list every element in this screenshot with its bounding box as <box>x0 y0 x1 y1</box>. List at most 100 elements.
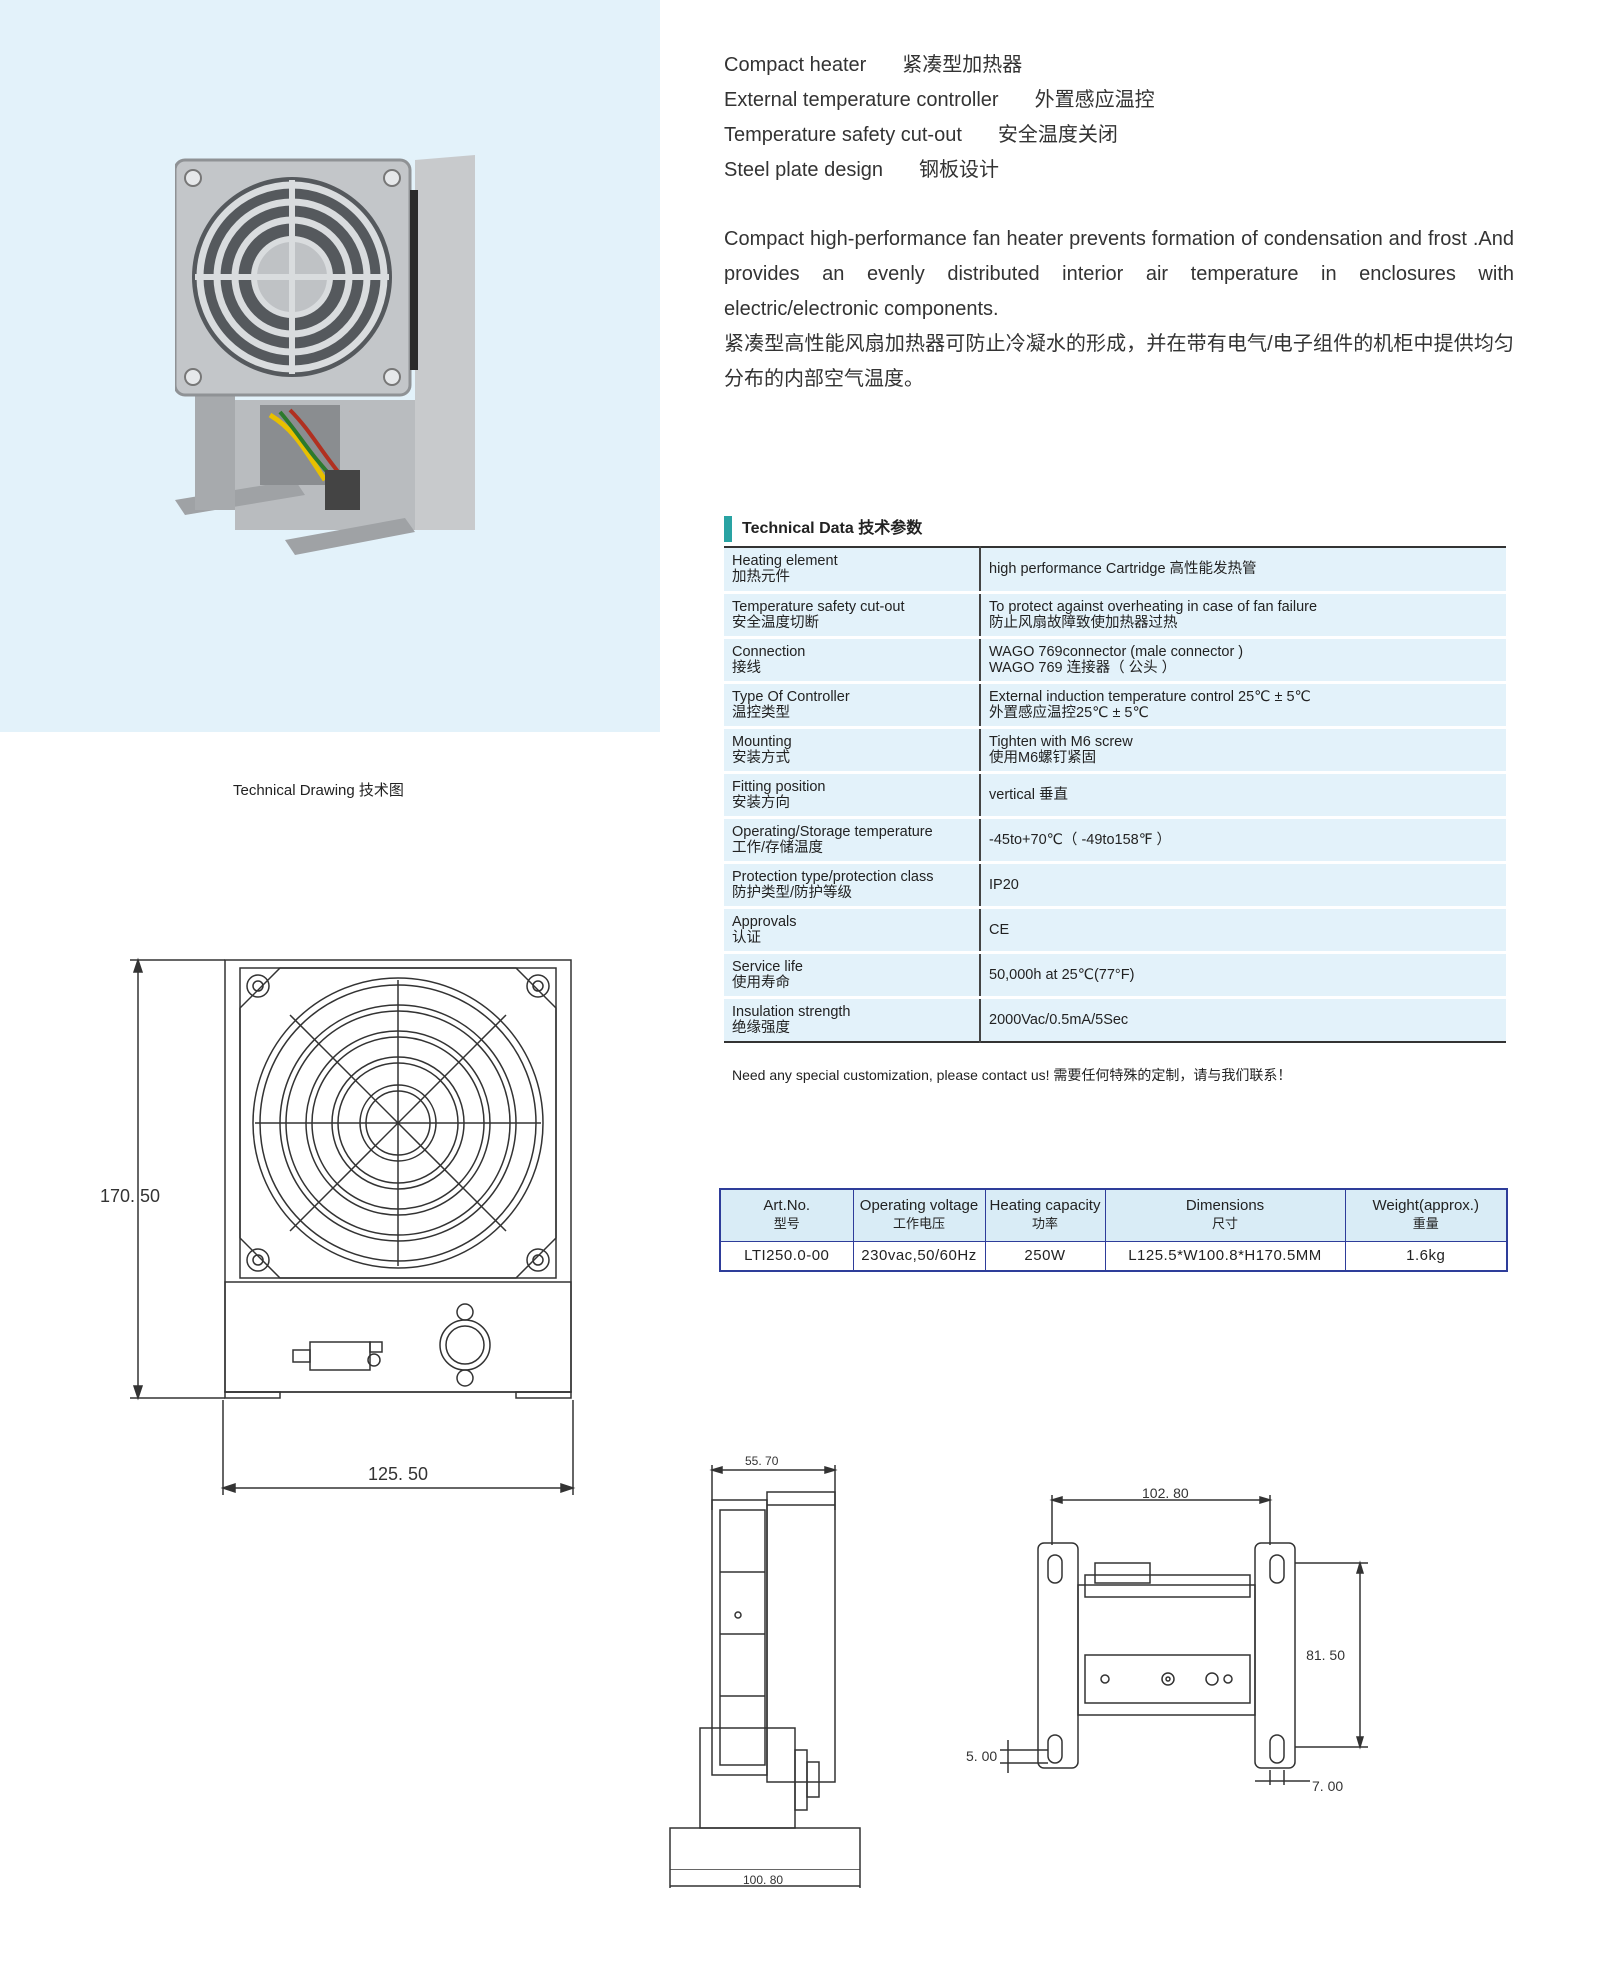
value-zh: 外置感应温控25℃ ± 5℃ <box>989 704 1149 721</box>
title-accent-bar <box>724 516 732 542</box>
parameter-zh: 接线 <box>732 659 761 676</box>
bracket-foot-dimension: 7. 00 <box>1312 1778 1343 1794</box>
technical-drawing-label: Technical Drawing 技术图 <box>233 782 404 799</box>
value-cell: -45to+70℃（ -49to158℉ ） <box>980 817 1506 864</box>
parameter-en: Service life <box>732 958 803 975</box>
model-cell: LTI250.0-00 <box>719 1240 854 1272</box>
value-cell: WAGO 769connector (male connector )WAGO … <box>980 637 1506 684</box>
feature-en: Steel plate design <box>724 159 884 181</box>
description-zh: 紧凑型高性能风扇加热器可防止冷凝水的形成，并在带有电气/电子组件的机柜中提供均匀… <box>724 333 1514 390</box>
fan-heater-photo <box>175 155 475 555</box>
parameter-en: Operating/Storage temperature <box>732 823 933 840</box>
parameter-zh: 工作/存储温度 <box>732 839 824 856</box>
parameter-en: Type Of Controller <box>732 688 850 705</box>
value-en: 50,000h at 25℃(77°F) <box>989 966 1135 983</box>
parameter-zh: 认证 <box>732 929 761 946</box>
value-en: Tighten with M6 screw <box>989 733 1133 750</box>
front-view-drawing: 170. 50 125. 50 <box>100 957 576 1495</box>
feature-zh: 紧凑型加热器 <box>902 54 1023 76</box>
feature-en: External temperature controller <box>724 89 999 111</box>
bracket-view-drawing: 102. 80 81. 50 5. 00 7. 00 <box>966 1485 1368 1794</box>
value-cell: To protect against overheating in case o… <box>980 592 1506 639</box>
product-description: Compact high-performance fan heater prev… <box>724 222 1514 397</box>
feature-item: Steel plate design 钢板设计 <box>724 153 1155 188</box>
parameter-zh: 防护类型/防护等级 <box>732 884 853 901</box>
value-cell: 50,000h at 25℃(77°F) <box>980 952 1506 999</box>
feature-en: Temperature safety cut-out <box>724 124 962 146</box>
bracket-height-dimension: 81. 50 <box>1306 1647 1345 1663</box>
parameter-en: Approvals <box>732 913 797 930</box>
parameter-zh: 绝缘强度 <box>732 1019 790 1036</box>
value-en: -45to+70℃（ -49to158℉ ） <box>989 831 1172 848</box>
value-cell: External induction temperature control 2… <box>980 682 1506 729</box>
parameter-en: Insulation strength <box>732 1003 851 1020</box>
value-en: high performance Cartridge 高性能发热管 <box>989 561 1257 578</box>
value-cell: high performance Cartridge 高性能发热管 <box>980 547 1506 594</box>
parameter-zh: 使用寿命 <box>732 974 790 991</box>
parameter-zh: 安装方式 <box>732 749 790 766</box>
side-bottom-dimension: 100. 80 <box>743 1873 783 1887</box>
value-cell: CE <box>980 907 1506 954</box>
bracket-hole-dimension: 5. 00 <box>966 1748 997 1764</box>
model-header-cell: Art.No.型号 <box>719 1188 854 1242</box>
value-en: WAGO 769connector (male connector ) <box>989 643 1244 660</box>
product-photo-panel <box>0 0 660 732</box>
value-en: External induction temperature control 2… <box>989 688 1311 705</box>
value-en: CE <box>989 921 1010 938</box>
parameter-zh: 加热元件 <box>732 569 790 586</box>
value-zh: 防止风扇故障致使加热器过热 <box>989 614 1178 631</box>
feature-list: Compact heater 紧凑型加热器 External temperatur… <box>724 48 1155 188</box>
parameter-en: Connection <box>732 643 806 660</box>
feature-item: Compact heater 紧凑型加热器 <box>724 48 1155 83</box>
model-cell: L125.5*W100.8*H170.5MM <box>1104 1240 1346 1272</box>
value-en: To protect against overheating in case o… <box>989 598 1318 615</box>
value-cell: vertical 垂直 <box>980 772 1506 819</box>
value-en: vertical 垂直 <box>989 786 1068 803</box>
parameter-en: Temperature safety cut-out <box>732 598 905 615</box>
customization-note: Need any special customization, please c… <box>732 1067 1292 1083</box>
parameter-en: Fitting position <box>732 778 826 795</box>
model-row: LTI250.0-00 230vac,50/60Hz 250W L125.5*W… <box>719 1240 1508 1272</box>
value-zh: WAGO 769 连接器（ 公头 ） <box>989 659 1177 676</box>
feature-zh: 安全温度关闭 <box>997 124 1118 146</box>
feature-zh: 钢板设计 <box>919 159 1000 181</box>
technical-data-title-text: Technical Data 技术参数 <box>742 520 923 537</box>
parameter-en: Heating element <box>732 553 838 570</box>
feature-zh: 外置感应温控 <box>1034 89 1155 111</box>
parameter-zh: 温控类型 <box>732 704 790 721</box>
model-cell: 250W <box>984 1240 1106 1272</box>
side-view-drawing: 55. 70 <box>669 1454 861 1870</box>
model-cell: 230vac,50/60Hz <box>852 1240 986 1272</box>
parameter-en: Protection type/protection class <box>732 868 934 885</box>
parameter-zh: 安装方向 <box>732 794 790 811</box>
height-dimension: 170. 50 <box>100 1186 160 1206</box>
value-zh: 使用M6螺钉紧固 <box>989 749 1097 766</box>
model-cell: 1.6kg <box>1344 1240 1508 1272</box>
parameter-zh: 安全温度切断 <box>732 614 819 631</box>
bracket-width-dimension: 102. 80 <box>1142 1485 1189 1501</box>
model-header-cell: Weight(approx.)重量 <box>1344 1188 1508 1242</box>
value-cell: 2000Vac/0.5mA/5Sec <box>980 997 1506 1042</box>
width-dimension: 125. 50 <box>368 1464 428 1484</box>
feature-item: External temperature controller 外置感应温控 <box>724 83 1155 118</box>
value-en: 2000Vac/0.5mA/5Sec <box>989 1011 1129 1028</box>
feature-en: Compact heater <box>724 54 867 76</box>
